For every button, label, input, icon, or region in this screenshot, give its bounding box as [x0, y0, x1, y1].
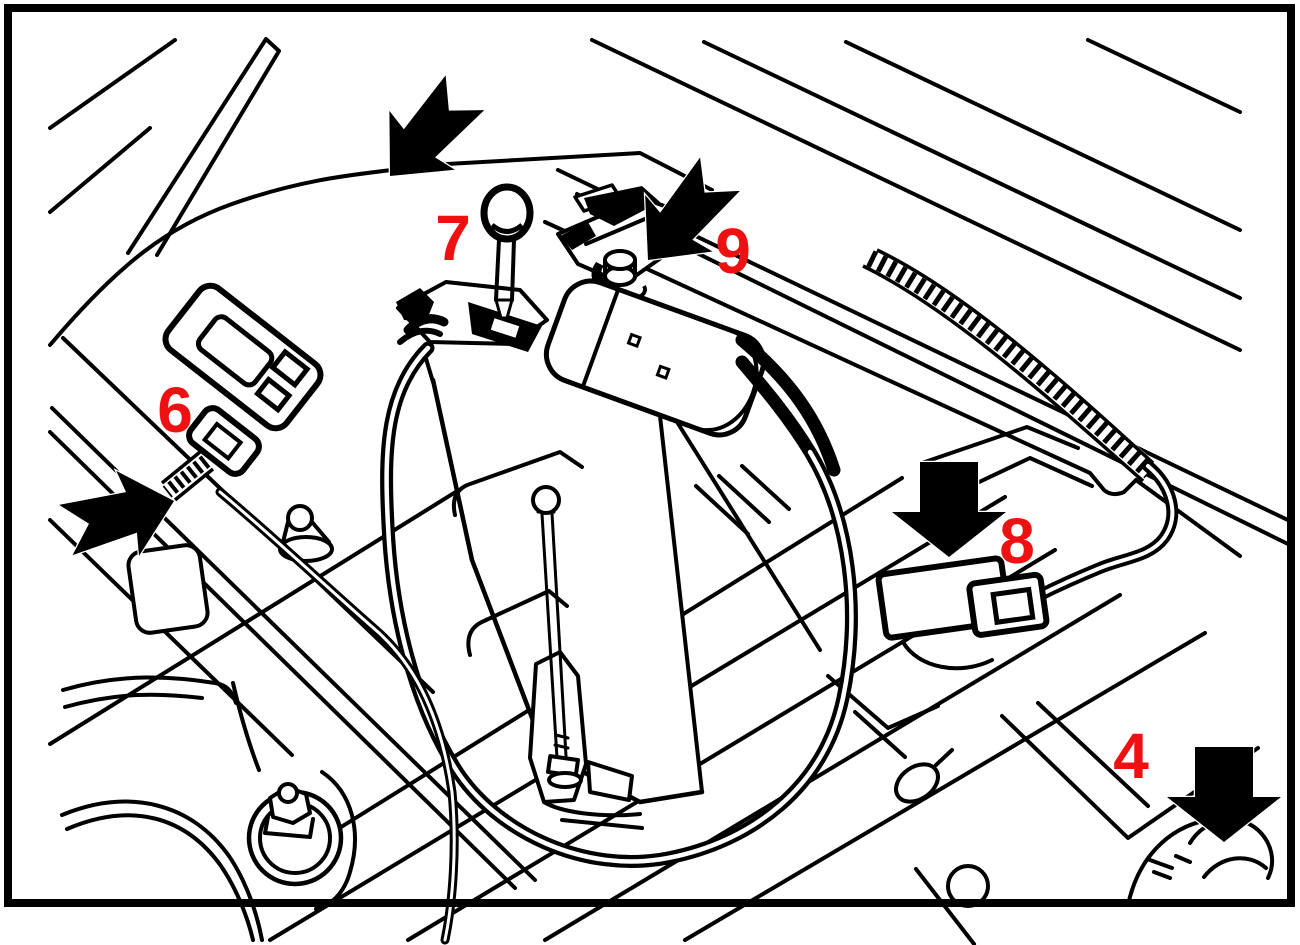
connector-6	[160, 282, 459, 945]
callout-label-6: 6	[157, 374, 193, 446]
callout-label-8: 8	[999, 505, 1035, 577]
callout-labels: 7 9 6 8 4	[157, 202, 1149, 792]
latch-bolt	[480, 183, 534, 320]
latch-pocket	[422, 350, 822, 805]
arrow-6-icon	[55, 468, 176, 560]
body-panel-lines	[48, 37, 1294, 942]
trunk-opening-edge	[48, 168, 394, 347]
callout-label-4: 4	[1113, 720, 1149, 792]
spare-well-area	[60, 675, 357, 942]
callout-label-9: 9	[715, 215, 751, 287]
arrow-4-icon	[1163, 745, 1285, 844]
wiring-harness	[862, 248, 1179, 602]
prop-rod-ball	[531, 485, 561, 515]
figure-border	[4, 4, 1295, 907]
arrow-8-icon	[888, 460, 1010, 559]
lock-actuator-assembly	[396, 183, 767, 438]
floor-holes	[894, 748, 990, 945]
prop-rod	[528, 485, 644, 830]
connector-8	[875, 555, 1050, 671]
arrow-7-icon	[388, 72, 488, 178]
release-cable-loop	[380, 333, 858, 868]
panel-slot	[126, 543, 210, 635]
arrow-9-icon	[643, 154, 744, 262]
pillar-wedge	[126, 37, 281, 257]
callout-arrows	[55, 72, 1285, 844]
callout-label-7: 7	[435, 202, 471, 274]
